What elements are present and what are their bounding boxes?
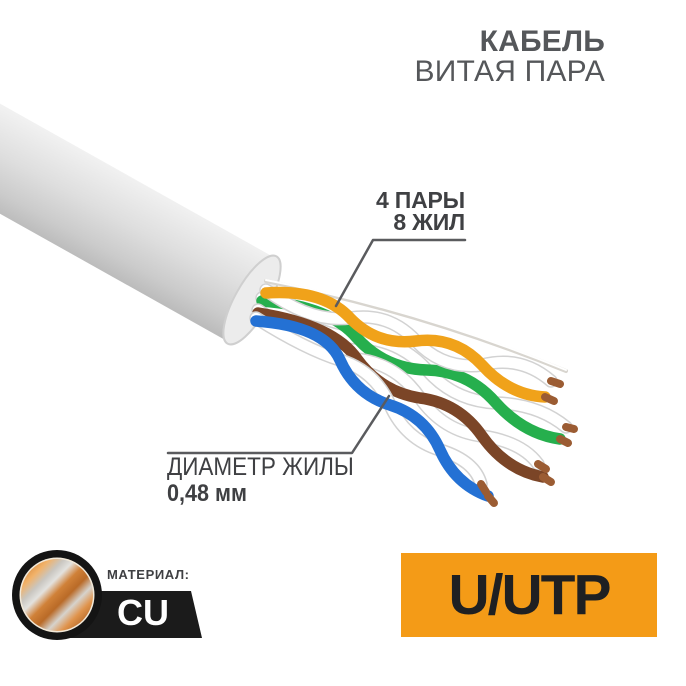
copper-tips [477, 377, 578, 507]
wire-blue [250, 315, 494, 502]
leader-lines [166, 238, 467, 455]
header: КАБЕЛЬ ВИТАЯ ПАРА [415, 27, 606, 87]
copper-tip [539, 473, 555, 486]
twisted-pair-blue [249, 311, 494, 502]
twisted-pair-orange [259, 283, 558, 403]
page-subtitle: ВИТАЯ ПАРА [414, 55, 605, 88]
diameter-callout-label: ДИАМЕТР ЖИЛЫ [167, 453, 354, 481]
type-badge: U/UTP [401, 553, 657, 637]
copper-disc-icon [21, 559, 93, 631]
cable-jacket [0, 103, 282, 346]
copper-tip [547, 377, 564, 388]
material-label: МАТЕРИАЛ: [107, 567, 190, 582]
copper-tip [541, 393, 558, 405]
diameter-callout: ДИАМЕТР ЖИЛЫ 0,48 мм [167, 453, 354, 507]
cable-jacket-body [0, 103, 276, 342]
copper-tip [484, 492, 498, 507]
copper-tip [556, 435, 572, 447]
copper-tip [477, 480, 490, 496]
copper-tip [562, 423, 578, 433]
diameter-callout-value: 0,48 мм [167, 480, 248, 507]
pairs-leader-line [334, 238, 467, 308]
page-title: КАБЕЛЬ [479, 25, 605, 58]
wire-brown [252, 307, 549, 483]
material-value: CU [117, 592, 169, 633]
wire-orange [260, 286, 551, 403]
diameter-leader-line [166, 394, 391, 455]
pairs-callout: 4 ПАРЫ 8 ЖИЛ [376, 187, 465, 235]
copper-tip [534, 460, 550, 473]
pairs-callout-line1: 4 ПАРЫ [376, 187, 465, 213]
pairs-callout-line2: 8 ЖИЛ [393, 209, 465, 235]
material-badge-graphic [12, 550, 202, 640]
